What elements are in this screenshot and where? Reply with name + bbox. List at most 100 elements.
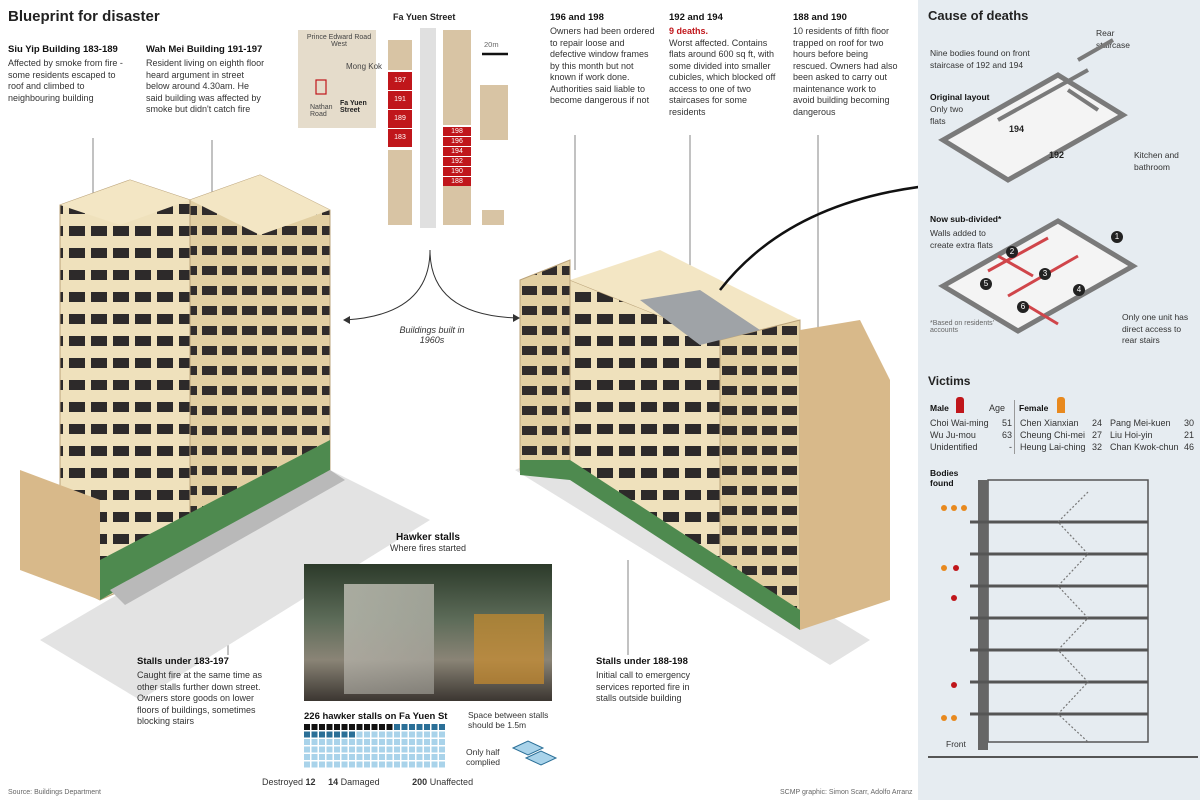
map-building-192: 192 [443, 157, 471, 166]
stall-cell [364, 746, 370, 753]
stall-cell [416, 724, 423, 730]
front-label: Front [946, 739, 966, 749]
stall-cell [394, 731, 400, 738]
stall-cell [386, 754, 393, 760]
stall-cell [416, 746, 423, 753]
stalls-left-text: Caught fire at the same time as other st… [137, 670, 263, 726]
stall-cell [356, 746, 363, 753]
only-two-label: Only two flats [930, 104, 964, 126]
stall-cell [424, 761, 430, 768]
map-prince-edward: Prince Edward Road West [306, 34, 372, 48]
stall-cell [349, 761, 355, 768]
stall-cell [431, 724, 438, 730]
subdivided-label: Now sub-divided* [930, 214, 1002, 224]
map-building-191: 191 [388, 91, 412, 109]
stall-cell [319, 761, 325, 768]
b196-heading: 196 and 198 [550, 12, 604, 23]
stall-cell [431, 731, 438, 738]
stall-cell [311, 761, 318, 768]
b192-heading: 192 and 194 [669, 12, 723, 23]
unit-5-badge: 5 [980, 278, 992, 290]
map-building-197: 197 [388, 72, 412, 90]
stall-cell [371, 761, 378, 768]
victims-divider [1014, 400, 1015, 454]
stall-cell [386, 724, 393, 730]
stall-cell [304, 739, 310, 745]
stall-cell [416, 761, 423, 768]
space-note: Space between stalls should be 1.5m [468, 710, 549, 730]
stall-cell [439, 754, 445, 760]
stall-cell [439, 724, 445, 730]
female-victim-age: 30 [1183, 418, 1194, 428]
stall-cell [304, 754, 310, 760]
damaged-count: 14 [328, 777, 339, 787]
stall-cell [334, 754, 340, 760]
female-victim-name: Chen Xianxian [1020, 418, 1079, 428]
map-right-buildings: 198 196 194 192 190 188 [443, 127, 471, 186]
stall-cell [416, 731, 423, 738]
stall-cell [371, 739, 378, 745]
unaffected-count: 200 [412, 777, 428, 787]
map-street-label: Fa Yuen Street [393, 12, 456, 22]
unit-2-badge: 2 [1006, 246, 1018, 258]
stall-cell [349, 754, 355, 760]
stall-cell [319, 746, 325, 753]
built-note: Buildings built in 1960s [399, 325, 465, 345]
siu-yip-heading: Siu Yip Building 183-189 [8, 44, 118, 55]
stall-cell [431, 754, 438, 760]
stall-cell [341, 739, 348, 745]
stall-cell [341, 724, 348, 730]
unit-4-badge: 4 [1073, 284, 1085, 296]
male-victim-name: Wu Ju-mou [930, 430, 976, 440]
male-victim-age: 51 [1001, 418, 1012, 428]
credit-note: SCMP graphic: Simon Scarr, Adolfo Arranz [780, 789, 913, 796]
male-victim-name: Choi Wai-ming [930, 418, 989, 428]
stall-cell [311, 724, 318, 730]
bodies-found-label: Bodies found [930, 468, 959, 488]
stall-cell [401, 761, 408, 768]
stall-cell [319, 739, 325, 745]
stall-cell [356, 761, 363, 768]
stall-cell [424, 739, 430, 745]
stall-cell [349, 731, 355, 738]
building-section [928, 479, 1198, 758]
stall-cell [401, 724, 408, 730]
stall-cell [401, 739, 408, 745]
stall-cell [409, 746, 415, 753]
stall-cell [371, 754, 378, 760]
stall-cell [401, 731, 408, 738]
subdivided-floorplan [938, 218, 1138, 334]
age-label: Age [989, 403, 1006, 413]
female-victim-name: Liu Hoi-yin [1110, 430, 1153, 440]
male-icon [956, 397, 964, 413]
stall-cell [439, 761, 445, 768]
hawker-header: Hawker stalls Where fires started [304, 532, 552, 555]
siu-yip-text: Affected by smoke from fire - some resid… [8, 58, 123, 103]
female-victim-age: 27 [1091, 430, 1102, 440]
female-victim-name: Chan Kwok-chun [1110, 442, 1179, 452]
stalls-left-note: Stalls under 183-197 Caught fire at the … [137, 656, 265, 728]
stall-cell [304, 761, 310, 768]
unit-6-badge: 6 [1017, 301, 1029, 313]
stall-cell [341, 754, 348, 760]
female-label: Female [1019, 403, 1049, 413]
stall-cell [326, 746, 333, 753]
female-victim-row: Cheung Chi-mei 27 [1020, 430, 1102, 440]
stalls-right-note: Stalls under 188-198 Initial call to eme… [596, 656, 706, 705]
wah-mei-heading: Wah Mei Building 191-197 [146, 44, 263, 55]
b188-heading: 188 and 190 [793, 12, 847, 23]
map-building-194: 194 [443, 147, 471, 156]
female-victim-name: Cheung Chi-mei [1020, 430, 1086, 440]
stall-cell [409, 754, 415, 760]
destroyed-count: 12 [305, 777, 316, 787]
rear-stair-label: Rear staircase [1096, 28, 1131, 50]
stall-cell [356, 731, 363, 738]
half-note: Only half complied [466, 747, 501, 767]
original-layout-label: Original layout [930, 92, 990, 102]
original-floorplan [938, 38, 1128, 183]
stalls-left-heading: Stalls under 183-197 [137, 656, 229, 667]
only-one-note: Only one unit has direct access to rear … [1122, 312, 1189, 345]
female-victim-age: 32 [1091, 442, 1102, 452]
stall-cell [341, 731, 348, 738]
